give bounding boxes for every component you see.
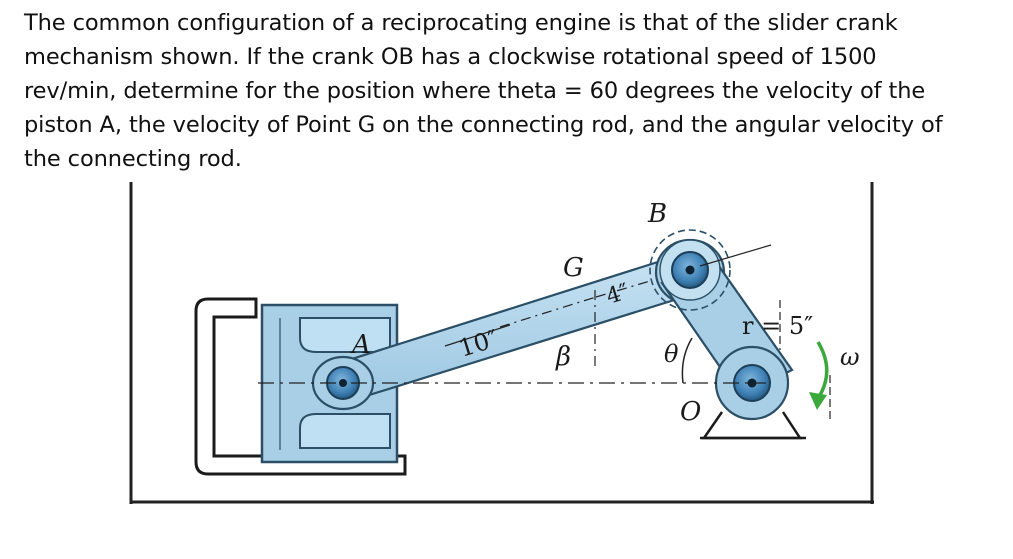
label-o: O bbox=[680, 397, 701, 427]
problem-line-2: mechanism shown. If the crank OB has a c… bbox=[24, 44, 877, 70]
pin-b bbox=[671, 251, 709, 289]
label-crank-radius: r = 5″ bbox=[742, 312, 813, 340]
centerlines bbox=[258, 244, 831, 420]
omega-arrow bbox=[809, 341, 829, 410]
ground-support bbox=[700, 411, 806, 440]
problem-line-1: The common configuration of a reciprocat… bbox=[24, 10, 898, 36]
label-theta: θ bbox=[664, 340, 679, 368]
theta-arc bbox=[681, 337, 693, 384]
figure-frame bbox=[129, 182, 874, 504]
label-beta: β bbox=[555, 342, 571, 372]
label-a: A bbox=[350, 330, 371, 360]
problem-line-5: the connecting rod. bbox=[24, 146, 242, 172]
label-omega: ω bbox=[840, 343, 860, 371]
problem-line-3: rev/min, determine for the position wher… bbox=[24, 78, 926, 104]
label-g: G bbox=[563, 253, 584, 283]
problem-line-4: piston A, the velocity of Point G on the… bbox=[24, 112, 943, 138]
label-b: B bbox=[647, 199, 667, 229]
problem-statement: The common configuration of a reciprocat… bbox=[24, 6, 999, 176]
